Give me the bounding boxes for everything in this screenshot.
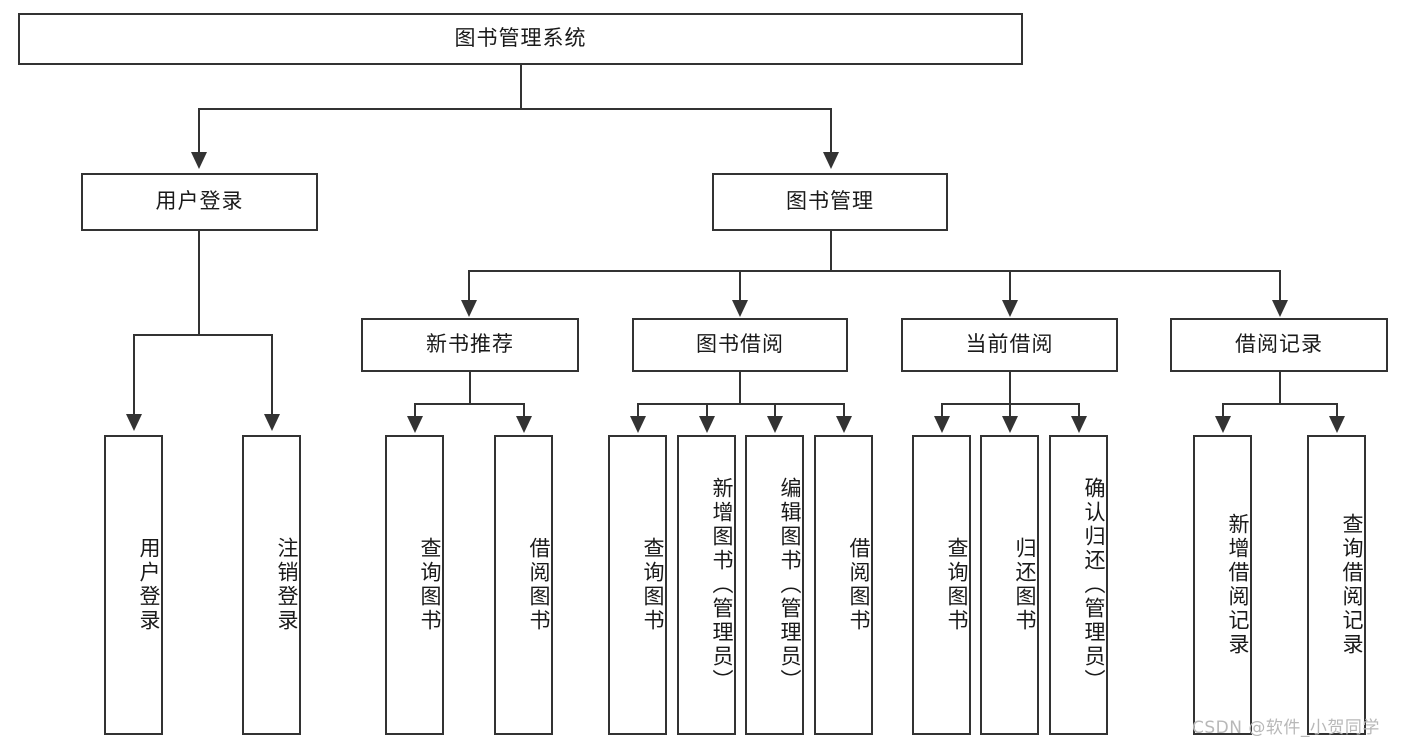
arrowhead-borrow-record-to-leaf-2	[1329, 416, 1345, 433]
edge-root-stem	[520, 65, 522, 109]
node-label: 借阅记录	[1235, 332, 1323, 357]
arrowhead-root-to-user-login	[191, 152, 207, 169]
arrowhead-book-borrow-to-leaf-3	[767, 416, 783, 433]
node-label: 归还图书	[1013, 537, 1037, 633]
edge-bm-to-book-borrow	[739, 270, 741, 302]
node-label: 借阅图书	[527, 537, 551, 633]
node-label: 确认归还（管理员）	[1082, 477, 1106, 693]
edge-bm-to-borrow-record	[1279, 270, 1281, 302]
node-label: 借阅图书	[847, 537, 871, 633]
leaf-borrow-record-query-record[interactable]: 查询借阅记录	[1307, 435, 1366, 735]
leaf-new-book-borrow-book[interactable]: 借阅图书	[494, 435, 553, 735]
edge-book-management-stem	[830, 231, 832, 271]
edge-book-borrow-to-leaf-4	[843, 403, 845, 419]
arrowhead-user-login-to-leaf-2	[264, 414, 280, 431]
edge-borrow-record-bar	[1222, 403, 1337, 405]
leaf-book-borrow-borrow-book[interactable]: 借阅图书	[814, 435, 873, 735]
edge-new-book-bar	[414, 403, 524, 405]
edge-book-borrow-stem	[739, 372, 741, 404]
edge-bm-to-current-borrow	[1009, 270, 1011, 302]
edge-current-borrow-to-leaf-1	[941, 403, 943, 419]
node-label: 查询图书	[641, 537, 665, 633]
edge-book-borrow-to-leaf-1	[637, 403, 639, 419]
node-label: 当前借阅	[965, 332, 1054, 357]
node-label: 图书管理系统	[454, 26, 587, 51]
node-label: 新增图书（管理员）	[710, 477, 734, 693]
arrowhead-current-borrow-to-leaf-3	[1071, 416, 1087, 433]
edge-book-borrow-to-leaf-2	[706, 403, 708, 419]
node-label: 图书借阅	[696, 332, 784, 357]
edge-bm-to-new-book	[468, 270, 470, 302]
leaf-book-borrow-add-book-admin[interactable]: 新增图书（管理员）	[677, 435, 736, 735]
edge-root-to-user-login	[198, 108, 200, 154]
node-book-borrow[interactable]: 图书借阅	[632, 318, 848, 372]
arrowhead-book-borrow-to-leaf-1	[630, 416, 646, 433]
edge-book-management-bar	[468, 270, 1280, 272]
arrowhead-bm-to-book-borrow	[732, 300, 748, 317]
edge-user-login-to-leaf-2	[271, 334, 273, 416]
edge-user-login-to-leaf-1	[133, 334, 135, 416]
arrowhead-book-borrow-to-leaf-2	[699, 416, 715, 433]
node-label: 查询借阅记录	[1340, 513, 1364, 657]
edge-current-borrow-stem	[1009, 372, 1011, 404]
node-label: 编辑图书（管理员）	[778, 477, 802, 693]
arrowhead-new-book-to-leaf-2	[516, 416, 532, 433]
edge-current-borrow-to-leaf-3	[1078, 403, 1080, 419]
edge-root-to-book-management	[830, 108, 832, 154]
arrowhead-root-to-book-management	[823, 152, 839, 169]
edge-root-bar	[198, 108, 832, 110]
node-label: 用户登录	[137, 537, 161, 633]
node-label: 注销登录	[275, 537, 299, 633]
edge-new-book-to-leaf-1	[414, 403, 416, 419]
leaf-book-borrow-query-book[interactable]: 查询图书	[608, 435, 667, 735]
arrowhead-user-login-to-leaf-1	[126, 414, 142, 431]
csdn-watermark: CSDN @软件_小贺同学	[1192, 718, 1380, 738]
leaf-book-borrow-edit-book-admin[interactable]: 编辑图书（管理员）	[745, 435, 804, 735]
node-label: 图书管理	[786, 189, 874, 214]
edge-borrow-record-to-leaf-1	[1222, 403, 1224, 419]
node-root-book-management-system[interactable]: 图书管理系统	[18, 13, 1023, 65]
edge-book-borrow-to-leaf-3	[774, 403, 776, 419]
edge-borrow-record-to-leaf-2	[1336, 403, 1338, 419]
node-borrow-record[interactable]: 借阅记录	[1170, 318, 1388, 372]
node-label: 查询图书	[418, 537, 442, 633]
leaf-current-borrow-query-book[interactable]: 查询图书	[912, 435, 971, 735]
node-label: 用户登录	[155, 189, 244, 214]
arrowhead-bm-to-borrow-record	[1272, 300, 1288, 317]
leaf-new-book-query-book[interactable]: 查询图书	[385, 435, 444, 735]
leaf-current-borrow-return-book[interactable]: 归还图书	[980, 435, 1039, 735]
edge-user-login-stem	[198, 231, 200, 335]
edge-borrow-record-stem	[1279, 372, 1281, 404]
arrowhead-current-borrow-to-leaf-2	[1002, 416, 1018, 433]
edge-user-login-bar	[133, 334, 273, 336]
edge-book-borrow-bar	[637, 403, 844, 405]
node-label: 查询图书	[945, 537, 969, 633]
leaf-current-borrow-confirm-return-admin[interactable]: 确认归还（管理员）	[1049, 435, 1108, 735]
arrowhead-book-borrow-to-leaf-4	[836, 416, 852, 433]
arrowhead-bm-to-current-borrow	[1002, 300, 1018, 317]
leaf-user-login-login[interactable]: 用户登录	[104, 435, 163, 735]
edge-new-book-to-leaf-2	[523, 403, 525, 419]
node-label: 新增借阅记录	[1226, 513, 1250, 657]
arrowhead-current-borrow-to-leaf-1	[934, 416, 950, 433]
leaf-borrow-record-add-record[interactable]: 新增借阅记录	[1193, 435, 1252, 735]
node-label: 新书推荐	[426, 332, 514, 357]
leaf-user-login-logout[interactable]: 注销登录	[242, 435, 301, 735]
node-user-login[interactable]: 用户登录	[81, 173, 318, 231]
node-new-book-recommend[interactable]: 新书推荐	[361, 318, 579, 372]
arrowhead-new-book-to-leaf-1	[407, 416, 423, 433]
arrowhead-borrow-record-to-leaf-1	[1215, 416, 1231, 433]
edge-new-book-stem	[469, 372, 471, 404]
node-book-management[interactable]: 图书管理	[712, 173, 948, 231]
node-current-borrow[interactable]: 当前借阅	[901, 318, 1118, 372]
arrowhead-bm-to-new-book	[461, 300, 477, 317]
edge-current-borrow-to-leaf-2	[1009, 403, 1011, 419]
